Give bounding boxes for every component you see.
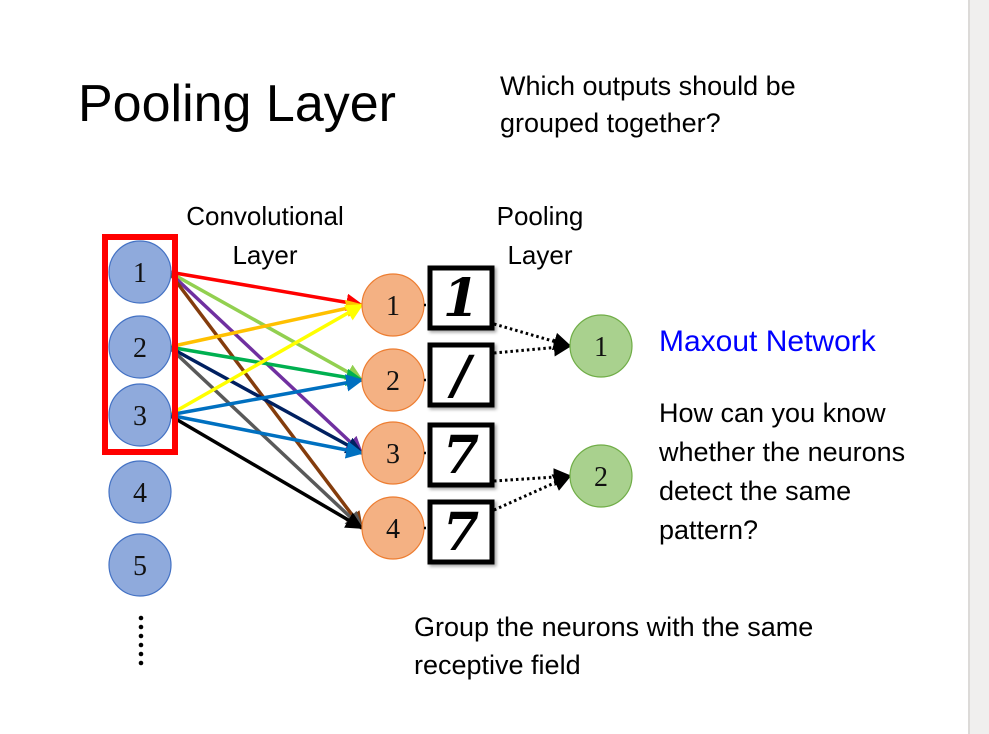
detect-pattern-question-line: pattern? bbox=[659, 515, 759, 545]
digit-box-frame bbox=[427, 265, 495, 331]
conv-output-digit-box: 7 bbox=[427, 422, 495, 488]
pool-neuron-label: 1 bbox=[594, 332, 608, 363]
detect-pattern-question: How can you know whether the neurons det… bbox=[659, 394, 905, 550]
input-neuron-circle bbox=[108, 240, 172, 304]
input-neuron-label: 5 bbox=[133, 551, 147, 582]
connection-arrow-2-to-1 bbox=[168, 299, 364, 349]
ellipsis-dot bbox=[138, 642, 144, 648]
pool-neuron: 1 bbox=[569, 314, 633, 378]
convolutional-layer-label-line: Convolutional bbox=[186, 201, 344, 231]
input-neuron-label: 2 bbox=[133, 333, 147, 364]
ellipsis-dot bbox=[138, 624, 144, 630]
pooling-layer-label: Pooling Layer bbox=[478, 197, 602, 275]
connection-arrow-2-to-4 bbox=[167, 345, 364, 530]
conv-neuron: 3 bbox=[361, 421, 430, 485]
conv-output-digit-box: / bbox=[427, 342, 495, 408]
input-neuron: 3 bbox=[108, 383, 172, 447]
pool-neuron-circle bbox=[569, 314, 633, 378]
digit-box-frame bbox=[427, 499, 495, 565]
nodes: 1 2 3 4 5 1 1 2 / 3 7 4 7 1 2 bbox=[102, 234, 633, 666]
conv-neuron-label: 3 bbox=[386, 439, 400, 470]
connection-arrow-2-to-3 bbox=[168, 345, 364, 455]
input-neuron-label: 4 bbox=[133, 478, 147, 509]
conv-neuron: 1 bbox=[361, 273, 430, 337]
input-neuron-circle bbox=[108, 315, 172, 379]
conv-neuron-label: 4 bbox=[386, 514, 400, 545]
pooling-layer-label-line: Layer bbox=[507, 240, 573, 270]
conv-neuron-label: 1 bbox=[386, 291, 400, 322]
grouping-question: Which outputs should be grouped together… bbox=[500, 68, 796, 142]
input-neuron: 4 bbox=[108, 460, 172, 524]
detect-pattern-question-line: detect the same bbox=[659, 476, 852, 506]
connection-arrow-2-to-2 bbox=[168, 345, 364, 386]
receptive-field-answer-line: Group the neurons with the same bbox=[414, 612, 814, 642]
slide-title: Pooling Layer bbox=[78, 75, 396, 133]
input-neuron-label: 1 bbox=[133, 258, 147, 289]
connection-arrow-3-to-4 bbox=[168, 413, 364, 530]
ellipsis-dot bbox=[138, 615, 144, 621]
connections bbox=[167, 270, 364, 530]
digit-box-frame bbox=[427, 422, 495, 488]
detect-pattern-question-line: whether the neurons bbox=[659, 437, 906, 467]
connection-arrow-1-to-1 bbox=[168, 270, 364, 311]
ellipsis-dot bbox=[138, 633, 144, 639]
conv-output-digit-box: 7 bbox=[427, 499, 495, 565]
convolutional-layer-label-line: Layer bbox=[232, 240, 298, 270]
receptive-field-highlight-box bbox=[102, 234, 178, 455]
pool-neuron-label: 2 bbox=[594, 462, 608, 493]
slide: Pooling Layer Which outputs should be gr… bbox=[78, 68, 906, 684]
pooling-connections bbox=[493, 322, 572, 512]
grouping-question-line: grouped together? bbox=[500, 108, 721, 138]
scrollbar-track[interactable] bbox=[968, 0, 989, 734]
digit-box-frame bbox=[427, 342, 495, 408]
connection-arrow-3-to-2 bbox=[168, 374, 364, 417]
input-neuron-circle bbox=[108, 533, 172, 597]
ellipsis-dot bbox=[138, 660, 144, 666]
grouping-question-line: Which outputs should be bbox=[500, 71, 796, 101]
conv-output-digit-box: 1 bbox=[427, 265, 495, 331]
pool-neuron-circle bbox=[569, 444, 633, 508]
connection-arrow-3-to-1 bbox=[168, 303, 364, 417]
handwritten-digit: 7 bbox=[443, 425, 479, 486]
convolutional-layer-label: Convolutional Layer bbox=[172, 197, 358, 275]
receptive-field-answer: Group the neurons with the same receptiv… bbox=[414, 608, 813, 684]
more-inputs-ellipsis bbox=[138, 615, 144, 666]
input-neuron: 5 bbox=[108, 533, 172, 597]
pool-neuron: 2 bbox=[569, 444, 633, 508]
ellipsis-dot bbox=[138, 651, 144, 657]
conv-neuron: 4 bbox=[361, 496, 430, 560]
maxout-network-label: Maxout Network bbox=[659, 325, 876, 358]
connection-arrow-3-to-3 bbox=[168, 413, 364, 459]
input-neuron-circle bbox=[108, 383, 172, 447]
input-neuron-circle bbox=[108, 460, 172, 524]
receptive-field-answer-line: receptive field bbox=[414, 650, 581, 680]
handwritten-digit: 1 bbox=[443, 268, 479, 329]
conv-neuron-label: 2 bbox=[386, 366, 400, 397]
input-neuron-label: 3 bbox=[133, 401, 147, 432]
pooling-layer-label-line: Pooling bbox=[496, 201, 584, 231]
input-neuron: 2 bbox=[108, 315, 172, 379]
input-neuron: 1 bbox=[108, 240, 172, 304]
conv-neuron: 2 bbox=[361, 348, 430, 412]
pooling-arrow-3-to-2 bbox=[493, 468, 572, 487]
pooling-arrow-1-to-1 bbox=[493, 322, 572, 351]
handwritten-digit: 7 bbox=[443, 502, 479, 563]
pooling-arrow-2-to-1 bbox=[493, 338, 572, 357]
detect-pattern-question-line: How can you know bbox=[659, 398, 886, 428]
network-diagram: 1 2 3 4 5 1 1 2 / 3 7 4 7 1 2 bbox=[102, 234, 633, 666]
